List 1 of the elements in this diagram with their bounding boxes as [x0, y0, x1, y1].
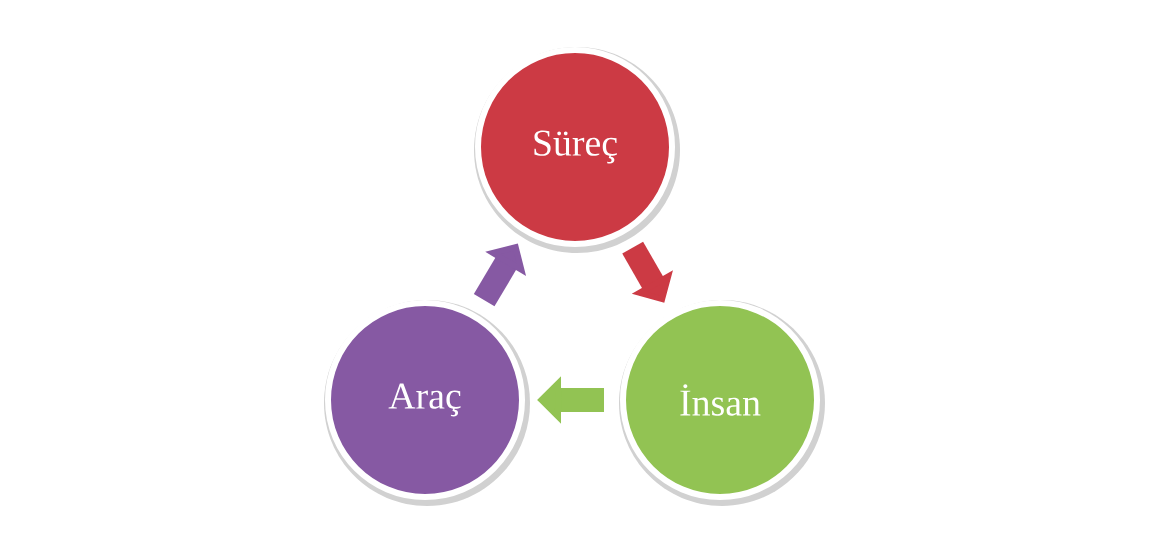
block-arrow: [622, 241, 673, 303]
